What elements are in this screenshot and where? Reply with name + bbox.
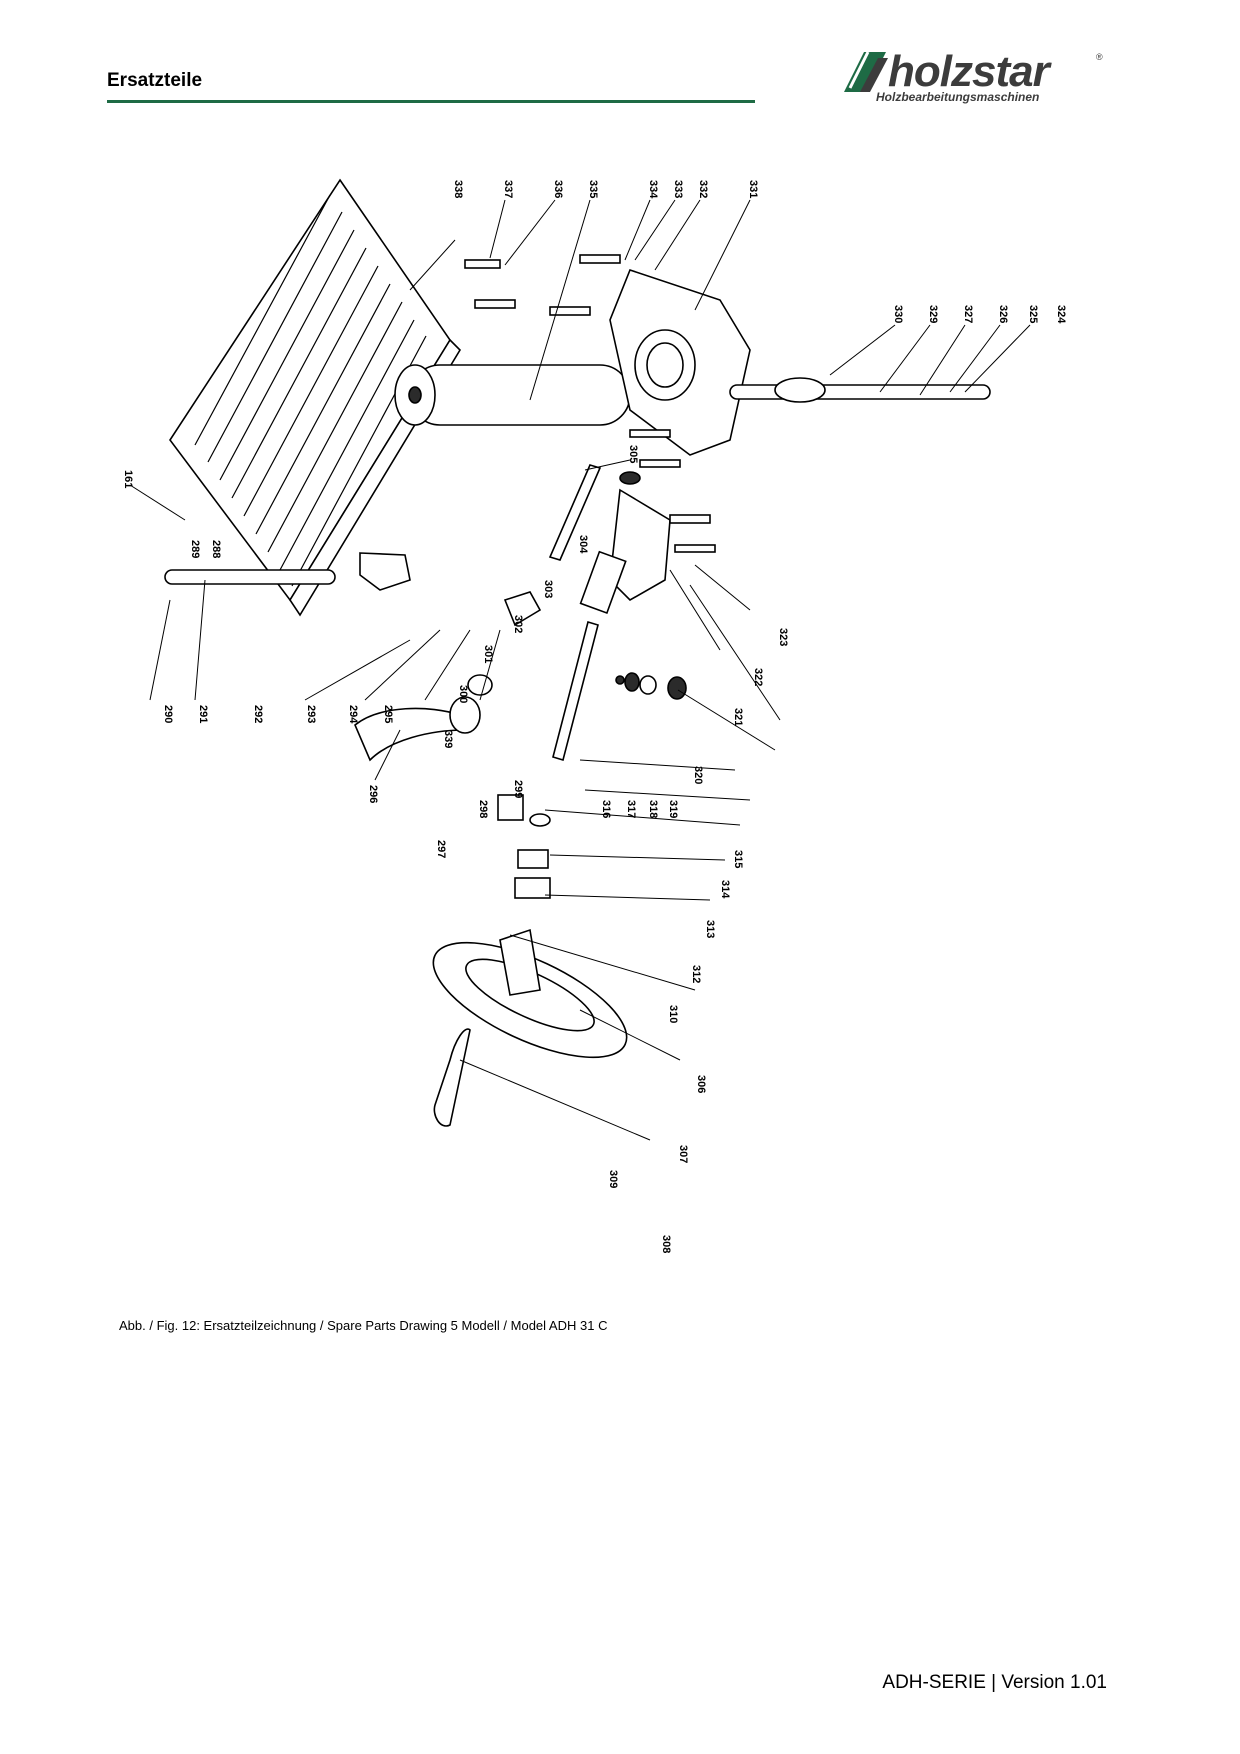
spare-parts-drawing: 338 337 336 335 334 333 332 331 330 329 …	[122, 178, 1067, 1253]
label-304: 304	[577, 535, 589, 554]
label-336: 336	[552, 180, 564, 198]
bracket-part	[609, 269, 751, 456]
label-323: 323	[777, 628, 789, 646]
label-331: 331	[747, 180, 759, 198]
footer-version: ADH-SERIE | Version 1.01	[882, 1672, 1107, 1693]
part-labels: 338 337 336 335 334 333 332 331 330 329 …	[122, 180, 1067, 1253]
label-309: 309	[607, 1170, 619, 1188]
label-325: 325	[1027, 305, 1039, 323]
registered-mark: ®	[1096, 52, 1103, 62]
lower-rod-part	[164, 552, 411, 591]
label-307: 307	[677, 1145, 689, 1163]
label-296: 296	[367, 785, 379, 803]
leader-lines	[129, 199, 1031, 1141]
label-314: 314	[719, 880, 731, 899]
label-339: 339	[442, 730, 454, 748]
worm-gear-part	[503, 591, 542, 627]
label-321: 321	[732, 708, 744, 726]
label-315: 315	[732, 850, 744, 868]
gear-block-part	[579, 488, 716, 615]
label-338: 338	[452, 180, 464, 198]
handle-part	[433, 1028, 471, 1127]
label-306: 306	[695, 1075, 707, 1093]
page-title: Ersatzteile	[107, 70, 203, 91]
label-161: 161	[122, 470, 134, 488]
label-316: 316	[600, 800, 612, 818]
logo-tagline: Holzbearbeitungsmaschinen	[876, 90, 1040, 104]
base-part	[432, 928, 628, 1059]
label-327: 327	[962, 305, 974, 323]
label-332: 332	[697, 180, 709, 198]
label-295: 295	[382, 705, 394, 723]
label-288: 288	[210, 540, 222, 558]
label-305: 305	[627, 445, 639, 463]
label-330: 330	[892, 305, 904, 323]
label-334: 334	[647, 180, 659, 199]
label-313: 313	[704, 920, 716, 938]
label-294: 294	[347, 705, 359, 724]
label-301: 301	[482, 645, 494, 663]
right-rod-part	[729, 377, 991, 403]
label-312: 312	[690, 965, 702, 983]
label-324: 324	[1055, 305, 1067, 324]
label-293: 293	[305, 705, 317, 723]
column-tube-part	[394, 364, 631, 426]
lead-screw-part	[548, 464, 641, 561]
figure-caption: Abb. / Fig. 12: Ersatzteilzeichnung / Sp…	[119, 1318, 608, 1333]
label-297: 297	[435, 840, 447, 858]
label-291: 291	[197, 705, 209, 723]
crank-handle-part	[354, 674, 493, 762]
label-298: 298	[477, 800, 489, 818]
label-290: 290	[162, 705, 174, 723]
label-322: 322	[752, 668, 764, 686]
label-319: 319	[667, 800, 679, 818]
label-292: 292	[252, 705, 264, 723]
label-333: 333	[672, 180, 684, 198]
label-318: 318	[647, 800, 659, 818]
logo-wordmark: holzstar	[888, 47, 1050, 96]
label-310: 310	[667, 1005, 679, 1023]
lower-small-parts	[497, 794, 551, 899]
label-326: 326	[997, 305, 1009, 323]
holzstar-logo: holzstar Holzbearbeitungsmaschinen ®	[838, 48, 1108, 106]
label-317: 317	[625, 800, 637, 818]
label-289: 289	[189, 540, 201, 558]
label-300: 300	[457, 685, 469, 703]
label-308: 308	[660, 1235, 672, 1253]
label-303: 303	[542, 580, 554, 598]
spindle-part	[552, 620, 687, 762]
label-337: 337	[502, 180, 514, 198]
label-299: 299	[512, 780, 524, 798]
screws-top-part	[464, 254, 681, 468]
header-divider	[107, 100, 755, 103]
logo-mark-icon	[844, 51, 888, 92]
label-335: 335	[587, 180, 599, 198]
label-329: 329	[927, 305, 939, 323]
label-302: 302	[512, 615, 524, 633]
label-320: 320	[692, 766, 704, 784]
